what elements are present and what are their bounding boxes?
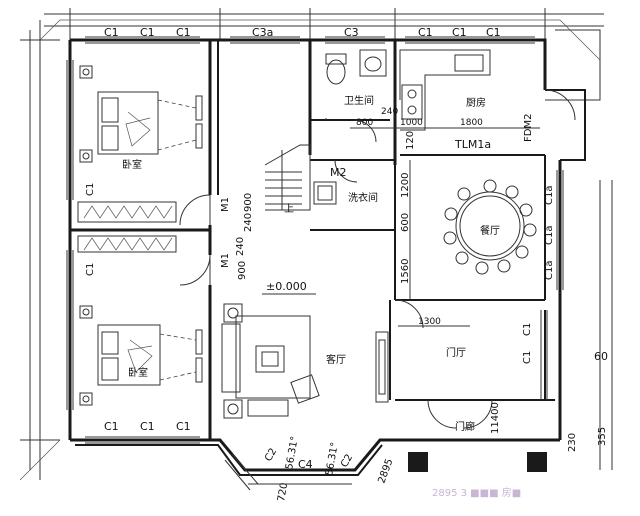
kitchen-counter — [399, 49, 491, 131]
dim-label: 1200 — [400, 173, 411, 198]
dim-label: 240 — [381, 107, 398, 117]
dim-label: 1000 — [400, 118, 423, 128]
window-label: C3 — [344, 26, 359, 39]
dim-label: 240 — [243, 213, 254, 232]
dim-label: 2895 — [376, 457, 395, 485]
window-label: C1a — [544, 226, 555, 245]
window-label: C1 — [104, 26, 119, 39]
level-mark: ±0.000 — [266, 280, 307, 293]
guide-lines — [19, 8, 613, 481]
dim-label: 1800 — [460, 118, 483, 128]
window-label: C1a — [544, 261, 555, 280]
room-label-porch: 门廊 — [455, 420, 475, 433]
dim-label: 240 — [235, 237, 246, 256]
radiators — [79, 65, 203, 406]
dim-label: 355 — [597, 427, 608, 446]
window-label: C3a — [252, 26, 273, 39]
window-label: C4 — [298, 458, 313, 471]
window-label: C1 — [418, 26, 433, 39]
door-swings — [179, 89, 576, 429]
exterior-walls — [68, 38, 586, 476]
door-label-m2: M2 — [330, 166, 347, 179]
window-label: C1 — [452, 26, 467, 39]
room-label-dining: 餐厅 — [480, 224, 500, 237]
bed-lower — [97, 324, 197, 386]
window-label: C1 — [176, 420, 191, 433]
room-label-living: 客厅 — [326, 353, 346, 366]
wardrobe-upper — [77, 201, 177, 223]
window-label-left-upper: C1 — [85, 183, 96, 196]
bed-upper — [97, 91, 197, 155]
door-label-m1-upper: M1 — [220, 197, 231, 212]
staircase — [264, 144, 311, 211]
window-label: C1 — [486, 26, 501, 39]
window-label: C1 — [104, 420, 119, 433]
dim-label: 800 — [356, 118, 373, 128]
dim-label: 900 — [243, 193, 254, 212]
room-label-bedroom-upper: 卧室 — [122, 158, 142, 171]
bathroom-fixtures — [325, 49, 387, 120]
dim-label: 1300 — [418, 317, 441, 327]
stair-label: 上 — [284, 203, 294, 215]
wardrobe-lower — [77, 235, 177, 253]
dim-label: 120 — [405, 131, 416, 150]
window-label: C1 — [522, 323, 533, 336]
window-label: C1a — [544, 186, 555, 205]
window-label: C2 — [339, 452, 355, 469]
left-windows: C1 C1 — [66, 60, 96, 410]
window-label-group-bottom: C1 C1 C1 — [104, 420, 191, 433]
interior-walls — [70, 40, 555, 440]
dining-windows: C1a C1a C1a C1 C1 — [522, 170, 564, 400]
room-label-bedroom-lower: 卧室 — [128, 366, 148, 379]
door-label-m1-lower: M1 — [220, 253, 231, 268]
dining-table — [443, 179, 537, 275]
top-windows — [85, 36, 535, 444]
room-label-laundry: 洗衣间 — [348, 191, 378, 204]
dim-label: 11400 — [490, 402, 501, 434]
laundry-machine — [313, 181, 337, 205]
room-label-bathroom: 卫生间 — [344, 94, 374, 107]
door-label-tlm: TLM1a — [454, 138, 491, 151]
window-label: C1 — [522, 351, 533, 364]
window-label-left-lower: C1 — [85, 263, 96, 276]
window-label: C1 — [140, 26, 155, 39]
dim-label: 60 — [594, 350, 608, 363]
porch-columns — [408, 452, 547, 472]
room-label-hall: 门厅 — [446, 346, 466, 359]
window-label: C1 — [140, 420, 155, 433]
dim-label: 1560 — [400, 259, 411, 284]
room-label-kitchen: 厨房 — [466, 96, 486, 109]
living-furniture — [221, 303, 389, 419]
watermark: 2895 3 ■■■ 房■ — [432, 486, 521, 499]
window-label-group-top: C1 C1 C1 C3a C3 C1 C1 C1 — [104, 26, 501, 39]
window-label: C2 — [263, 446, 279, 463]
dim-label: 720 — [276, 482, 290, 503]
dim-label: 230 — [567, 433, 578, 452]
dim-label: 900 — [237, 261, 248, 280]
dim-label: 600 — [400, 213, 411, 232]
window-label: C1 — [176, 26, 191, 39]
